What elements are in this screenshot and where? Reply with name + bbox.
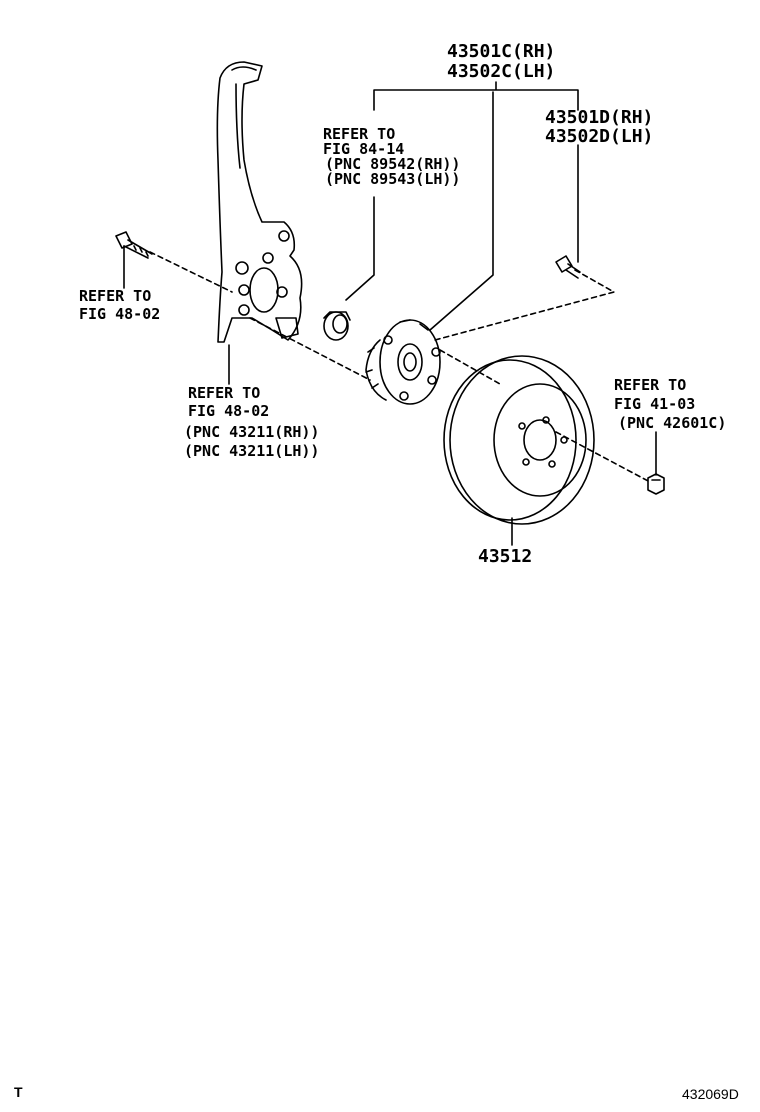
steering-knuckle-icon [216,61,303,343]
hub-bolt-callout-rh: 43501D(RH) [545,107,654,128]
fig84-fig: FIG 84-14 [323,140,405,158]
knuckle-pnc-lh: (PNC 43211(LH)) [184,442,320,460]
leader-lines [123,81,657,546]
fig84-refer: REFER TO [323,125,396,143]
hub-assembly-callout-rh: 43501C(RH) [447,41,556,62]
nut-pnc: (PNC 42601C) [618,414,727,432]
knuckle-bolt-refer: REFER TO [79,287,152,305]
hub-bolt-icon [555,255,581,279]
sensor-cap-icon [323,311,351,341]
nut-icon [647,473,665,495]
footer-left-mark: T [14,1084,23,1100]
nut-refer: REFER TO [614,376,687,394]
knuckle-bolt-fig: FIG 48-02 [79,305,161,323]
fig84-pnc-lh: (PNC 89543(LH)) [325,170,461,188]
disc-part-number: 43512 [478,546,533,567]
knuckle-refer: REFER TO [188,384,261,402]
hub-bearing-icon [365,319,441,405]
brake-disc-icon [443,355,595,525]
figure-code: 432069D [682,1086,739,1102]
bolt-icon [115,231,153,259]
knuckle-fig: FIG 48-02 [188,402,270,420]
hub-assembly-callout-lh: 43502C(LH) [447,61,556,82]
fig84-pnc-rh: (PNC 89542(RH)) [325,155,461,173]
knuckle-pnc-rh: (PNC 43211(RH)) [184,423,320,441]
nut-fig: FIG 41-03 [614,395,696,413]
hub-bolt-callout-lh: 43502D(LH) [545,126,654,147]
